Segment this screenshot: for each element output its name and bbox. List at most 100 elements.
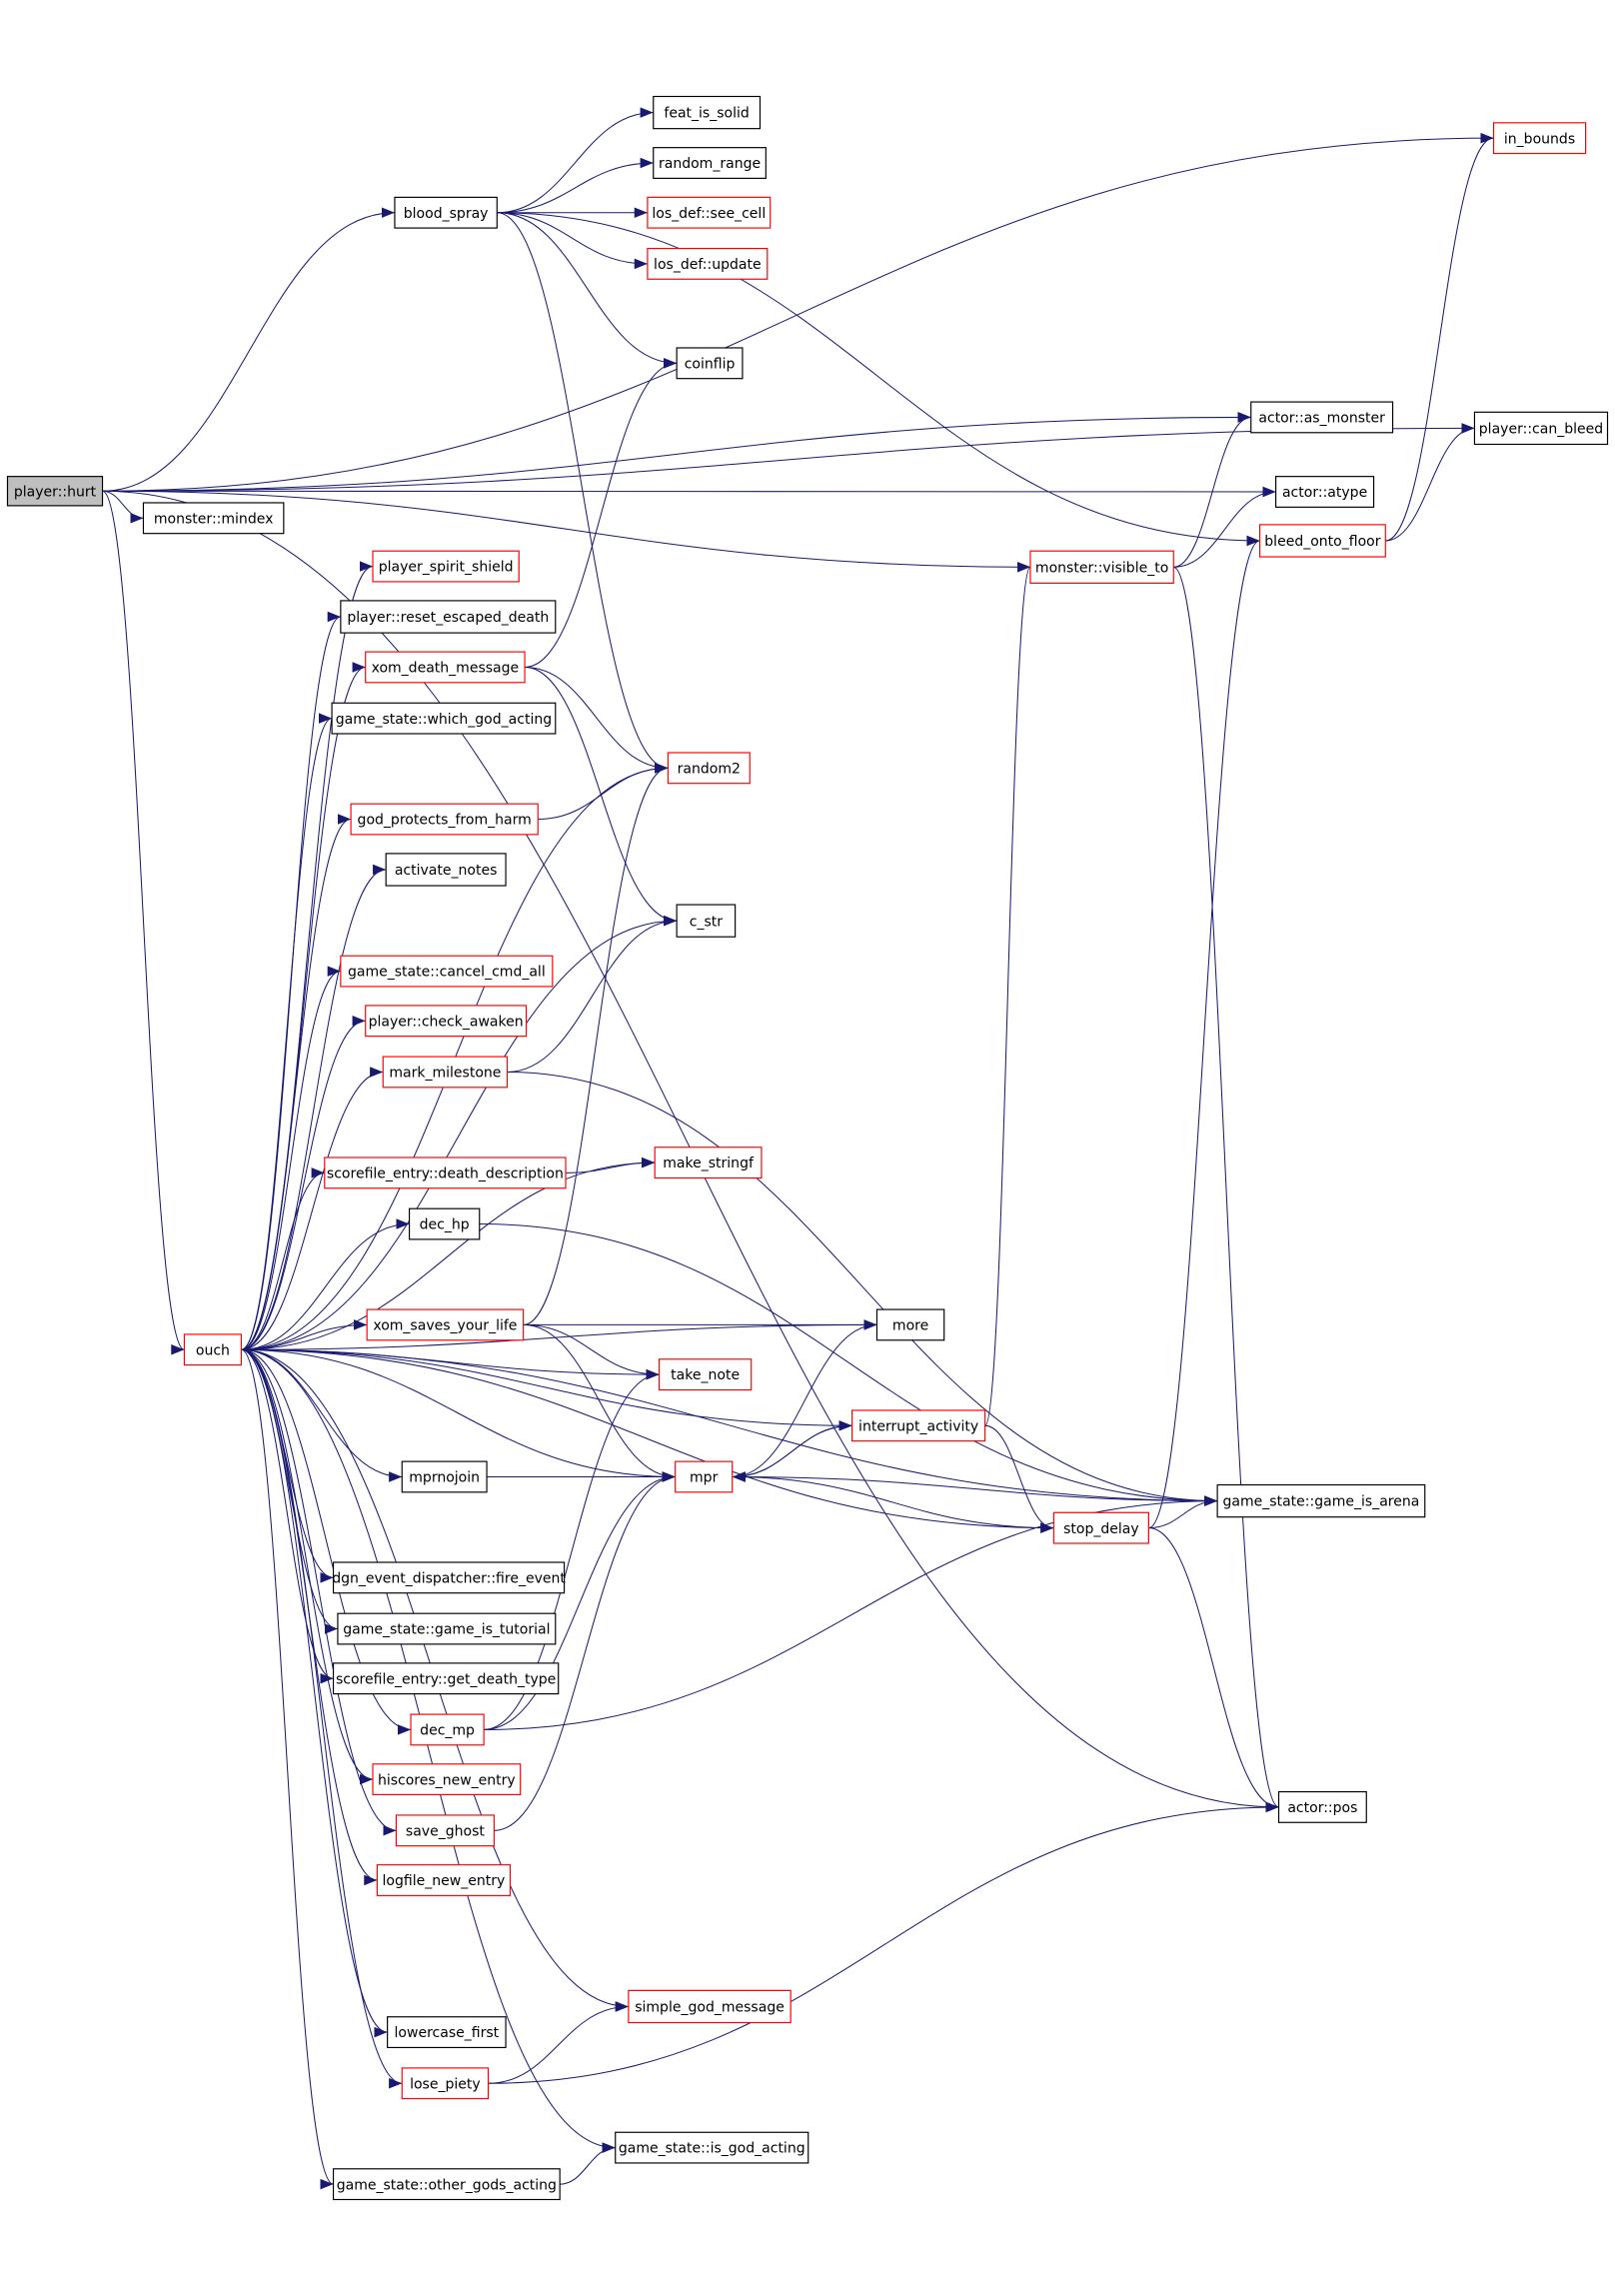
node-lose-piety[interactable]: lose_piety (401, 2067, 490, 2100)
node-is-god-acting[interactable]: game_state::is_god_acting (615, 2131, 809, 2164)
edge-player-hurt-to-in-bounds (102, 132, 1494, 492)
edge-blood-spray-to-random2 (497, 212, 669, 774)
node-label: interrupt_activity (858, 1418, 978, 1434)
node-label: blood_spray (404, 206, 489, 222)
edge-ouch-to-more (241, 1319, 877, 1350)
edge-mpr-to-game-is-arena (732, 1475, 1218, 1506)
node-make-stringf[interactable]: make_stringf (654, 1147, 763, 1179)
node-more[interactable]: more (875, 1308, 945, 1341)
node-take-note[interactable]: take_note (659, 1358, 753, 1391)
node-label: xom_death_message (372, 661, 520, 677)
node-xom-saves[interactable]: xom_saves_your_life (366, 1308, 525, 1341)
node-feat-is-solid[interactable]: feat_is_solid (653, 95, 762, 130)
node-label: more (892, 1318, 928, 1334)
node-can-bleed[interactable]: player::can_bleed (1473, 411, 1609, 446)
edge-ouch-to-is-god-acting (241, 1348, 616, 2153)
node-get-death-type[interactable]: scorefile_entry::get_death_type (332, 1662, 560, 1695)
node-box (401, 1460, 488, 1493)
node-stop-delay[interactable]: stop_delay (1052, 1511, 1149, 1544)
node-hiscores-new-entry[interactable]: hiscores_new_entry (372, 1763, 522, 1796)
node-xom-death-message[interactable]: xom_death_message (365, 651, 526, 684)
node-label: mark_milestone (389, 1066, 501, 1082)
node-cancel-cmd-all[interactable]: game_state::cancel_cmd_all (340, 955, 554, 988)
node-label: take_note (671, 1367, 740, 1383)
edge-ouch-to-xom-death-message (241, 662, 366, 1350)
node-lowercase-first[interactable]: lowercase_first (387, 2016, 507, 2049)
node-player-hurt[interactable]: player::hurt (6, 476, 104, 507)
node-label: player::reset_escaped_death (347, 610, 549, 626)
node-spirit-shield[interactable]: player_spirit_shield (372, 550, 520, 583)
node-label: random2 (678, 761, 741, 777)
edge-mark-milestone-to-c-str (507, 915, 678, 1073)
node-interrupt-activity[interactable]: interrupt_activity (851, 1409, 986, 1442)
node-label: in_bounds (1504, 131, 1575, 147)
node-box (183, 1333, 243, 1366)
edge-visible-to-to-as-monster (1173, 412, 1251, 568)
node-game-is-tutorial[interactable]: game_state::game_is_tutorial (337, 1612, 557, 1645)
edge-ouch-to-stop-delay (241, 1348, 1054, 1533)
node-label: scorefile_entry::get_death_type (336, 1671, 556, 1687)
node-label: coinflip (685, 356, 736, 372)
node-label: bleed_onto_floor (1264, 534, 1380, 550)
node-box (372, 1763, 522, 1796)
node-label: xom_saves_your_life (373, 1318, 517, 1334)
edge-other-gods-acting-to-is-god-acting (560, 2142, 616, 2185)
node-game-is-arena[interactable]: game_state::game_is_arena (1216, 1483, 1426, 1518)
node-fire-event[interactable]: dgn_event_dispatcher::fire_event (332, 1561, 566, 1594)
node-dec-mp[interactable]: dec_mp (410, 1713, 485, 1746)
edge-mpr-to-more (732, 1319, 877, 1477)
node-label: feat_is_solid (664, 106, 749, 122)
edge-ouch-to-game-is-arena (241, 1348, 1218, 1506)
edge-xom-saves-to-random2 (523, 763, 669, 1325)
edge-ouch-to-death-description (241, 1167, 325, 1350)
node-label: game_state::other_gods_acting (337, 2177, 557, 2193)
node-box (365, 1005, 528, 1038)
node-label: game_state::which_god_acting (336, 712, 552, 728)
node-which-god-acting[interactable]: game_state::which_god_acting (331, 702, 557, 735)
node-box (350, 803, 539, 836)
node-god-protects[interactable]: god_protects_from_harm (350, 803, 539, 836)
edge-player-hurt-to-as-monster (102, 412, 1251, 492)
node-atype[interactable]: actor::atype (1275, 476, 1375, 508)
node-other-gods-acting[interactable]: game_state::other_gods_acting (332, 2168, 561, 2201)
node-see-cell[interactable]: los_def::see_cell (647, 196, 772, 229)
edge-interrupt-activity-to-stop-delay (984, 1424, 1054, 1533)
node-visible-to[interactable]: monster::visible_to (1029, 550, 1174, 584)
node-as-monster[interactable]: actor::as_monster (1250, 401, 1394, 434)
node-bleed-onto-floor[interactable]: bleed_onto_floor (1258, 524, 1386, 558)
node-box (408, 1207, 481, 1240)
node-death-description[interactable]: scorefile_entry::death_description (324, 1156, 567, 1189)
node-check-awaken[interactable]: player::check_awaken (365, 1005, 528, 1038)
edge-player-hurt-to-atype (102, 486, 1276, 498)
node-c-str[interactable]: c_str (676, 904, 737, 938)
node-dec-hp[interactable]: dec_hp (408, 1207, 481, 1240)
node-random2[interactable]: random2 (667, 752, 751, 785)
edge-god-protects-to-random2 (538, 763, 669, 821)
node-mark-milestone[interactable]: mark_milestone (382, 1056, 509, 1089)
node-mprnojoin[interactable]: mprnojoin (401, 1460, 488, 1493)
node-random-range[interactable]: random_range (653, 147, 767, 179)
edge-visible-to-to-atype (1173, 486, 1276, 568)
node-activate-notes[interactable]: activate_notes (385, 853, 507, 887)
node-los-update[interactable]: los_def::update (647, 247, 769, 280)
node-logfile-new-entry[interactable]: logfile_new_entry (376, 1864, 512, 1896)
edge-dec-mp-to-take-note (484, 1368, 660, 1730)
node-label: activate_notes (395, 863, 498, 879)
node-label: player::check_awaken (369, 1014, 524, 1030)
edge-lose-piety-to-actor-pos (488, 1801, 1279, 2084)
edge-death-description-to-make-stringf (566, 1156, 656, 1173)
node-actor-pos[interactable]: actor::pos (1277, 1790, 1367, 1823)
node-blood-spray[interactable]: blood_spray (394, 196, 498, 229)
node-ouch[interactable]: ouch (183, 1333, 243, 1366)
node-in-bounds[interactable]: in_bounds (1492, 122, 1587, 155)
node-coinflip[interactable]: coinflip (676, 347, 744, 380)
node-label: game_state::cancel_cmd_all (348, 965, 546, 981)
node-mpr[interactable]: mpr (675, 1460, 734, 1493)
node-reset-escaped-death[interactable]: player::reset_escaped_death (340, 600, 557, 634)
node-label: mprnojoin (409, 1470, 480, 1486)
node-simple-god-message[interactable]: simple_god_message (628, 1989, 792, 2024)
node-save-ghost[interactable]: save_ghost (395, 1814, 495, 1847)
node-label: dec_hp (420, 1217, 470, 1233)
node-monster-mindex[interactable]: monster::mindex (142, 502, 285, 535)
edge-ouch-to-xom-saves (241, 1319, 368, 1350)
